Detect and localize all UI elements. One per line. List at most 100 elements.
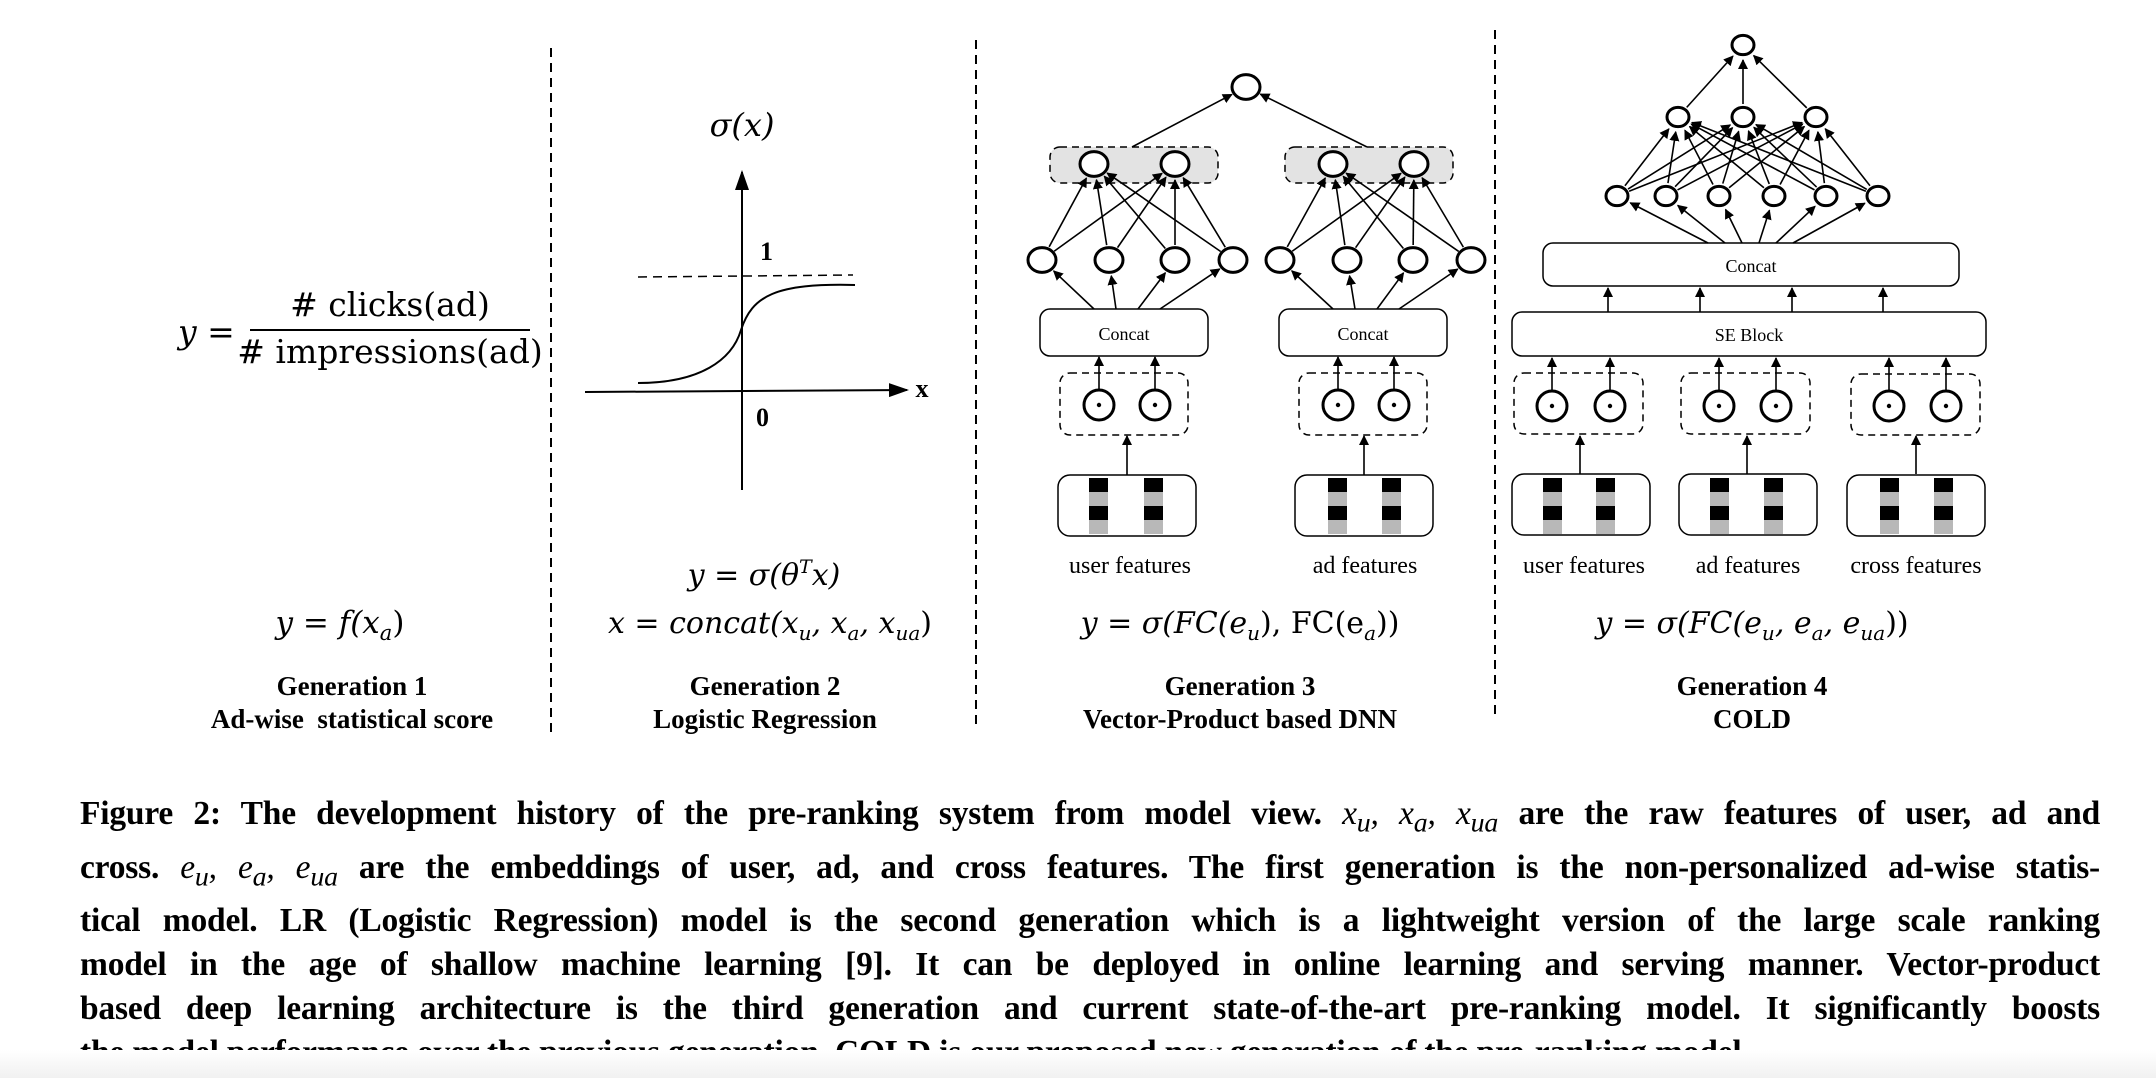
edge-arrow xyxy=(1728,125,1806,189)
generation-1-panel: y = # clicks(ad) # impressions(ad) y = f… xyxy=(176,285,543,734)
dot-product-symbol xyxy=(1773,403,1779,409)
embedding-cell-light xyxy=(1144,520,1163,534)
dot-product-symbol xyxy=(1716,403,1722,409)
neuron-node xyxy=(1397,246,1429,274)
neuron-node xyxy=(1455,246,1487,274)
neuron-node xyxy=(1264,246,1296,274)
gen2-subtitle: Logistic Regression xyxy=(653,704,877,734)
gen2-title: Generation 2 xyxy=(690,671,841,701)
edge-arrow xyxy=(1724,208,1743,244)
edge-arrow xyxy=(1259,93,1368,148)
neuron-node xyxy=(1706,184,1732,208)
neuron-node xyxy=(1665,105,1691,129)
product-group-ad xyxy=(1680,372,1811,435)
edge-arrow xyxy=(1758,209,1772,244)
neuron-node xyxy=(1159,150,1191,178)
embedding-cell-dark xyxy=(1764,506,1783,520)
embedding-cell-light xyxy=(1596,520,1615,534)
generation-2-panel: σ(x) x 1 0 y = σ(θTx) x = concat(xu, xa,… xyxy=(584,106,932,734)
x-axis xyxy=(584,383,909,398)
output-node xyxy=(1730,33,1756,57)
edge-arrow xyxy=(1629,202,1709,244)
embedding-cell-dark xyxy=(1144,478,1163,492)
embedding-cell-light xyxy=(1144,492,1163,506)
edge-arrow xyxy=(1688,125,1765,189)
dot-product-symbol xyxy=(1152,402,1158,408)
figure-caption: Figure 2: The development history of the… xyxy=(80,792,2100,1075)
embedding-cell-dark xyxy=(1089,506,1108,520)
generation-4-panel: Concat SE Block user features ad feature… xyxy=(1511,242,1987,734)
embedding-cell-light xyxy=(1934,492,1953,506)
feature-label-ad: ad features xyxy=(1313,553,1418,579)
concat-box-ad xyxy=(1278,308,1448,357)
edge-arrow xyxy=(1052,270,1095,310)
caption-raw-features-math: xu, xa, xua xyxy=(1342,795,1499,839)
gen1-formula-denominator: # impressions(ad) xyxy=(237,332,542,371)
edge-arrow xyxy=(1753,126,1818,188)
feature-label-user: user features xyxy=(1523,553,1645,579)
shaded-group-left xyxy=(1049,146,1219,184)
edge-arrow xyxy=(1824,128,1871,187)
embedding-cell-dark xyxy=(1880,506,1899,520)
gen1-formula-numerator: # clicks(ad) xyxy=(290,285,490,324)
edge-arrow xyxy=(1691,121,1867,192)
dot-product-symbol xyxy=(1096,402,1102,408)
gen3-title: Generation 3 xyxy=(1165,671,1316,701)
edge-arrow xyxy=(1676,204,1726,244)
network-graph xyxy=(1026,33,1963,534)
concat-label-user: Concat xyxy=(1099,324,1150,344)
embedding-cell-dark xyxy=(1710,506,1729,520)
gen2-formula-1: y = σ(θTx) xyxy=(686,556,841,593)
neuron-node xyxy=(1813,184,1839,208)
feature-box-ad xyxy=(1294,474,1434,537)
product-group-user xyxy=(1513,372,1644,435)
embedding-cell-light xyxy=(1764,520,1783,534)
feature-label-user: user features xyxy=(1069,553,1191,579)
embedding-cell-dark xyxy=(1382,506,1401,520)
neuron-node xyxy=(1026,246,1058,274)
feature-box-ad xyxy=(1678,473,1818,536)
neuron-node xyxy=(1159,246,1191,274)
dot-product-symbol xyxy=(1607,403,1613,409)
edge-arrow xyxy=(1106,172,1222,253)
edge-arrow xyxy=(1747,130,1770,185)
edge-arrow xyxy=(1354,176,1406,249)
gen1-formula-lhs: y = xyxy=(176,312,235,351)
product-group-user xyxy=(1059,372,1189,436)
edge-arrow xyxy=(1331,178,1346,246)
caption-line-1: Figure 2: The development history of the… xyxy=(80,795,2100,839)
asymptote-line xyxy=(637,274,854,278)
neuron-node xyxy=(1730,105,1756,129)
embedding-cell-dark xyxy=(1710,478,1729,492)
neuron-node xyxy=(1078,150,1110,178)
neuron-node xyxy=(1398,150,1430,178)
embedding-cell-light xyxy=(1880,492,1899,506)
edge-arrow xyxy=(1131,93,1233,148)
embedding-cell-light xyxy=(1089,520,1108,534)
embedding-cell-light xyxy=(1934,520,1953,534)
neuron-node xyxy=(1653,184,1679,208)
edge-arrow xyxy=(1137,271,1166,310)
edge-arrow xyxy=(1286,177,1326,248)
output-node xyxy=(1230,73,1262,101)
sigmoid-curve xyxy=(637,283,856,384)
edge-arrow xyxy=(1092,178,1108,246)
embedding-cell-light xyxy=(1710,492,1729,506)
embedding-cell-dark xyxy=(1382,478,1401,492)
caption-line-2: cross. eu, ea, eua are the embeddings of… xyxy=(80,848,2100,893)
edge-arrow xyxy=(1408,178,1419,246)
se-block-box xyxy=(1511,311,1987,357)
edge-arrow xyxy=(1376,272,1405,310)
feature-box-user xyxy=(1057,474,1197,537)
feature-label-cross: cross features xyxy=(1850,553,1981,579)
embedding-cell-light xyxy=(1328,492,1347,506)
embedding-cell-dark xyxy=(1880,478,1899,492)
edge-arrow xyxy=(1346,274,1356,310)
embedding-cell-light xyxy=(1382,520,1401,534)
sigmoid-axis-label: σ(x) xyxy=(710,106,775,144)
product-group-ad xyxy=(1298,372,1428,436)
edge-arrow xyxy=(1159,268,1221,310)
product-group-cross xyxy=(1850,373,1981,436)
edge-arrow xyxy=(1779,129,1810,185)
feature-box-cross xyxy=(1846,474,1986,537)
